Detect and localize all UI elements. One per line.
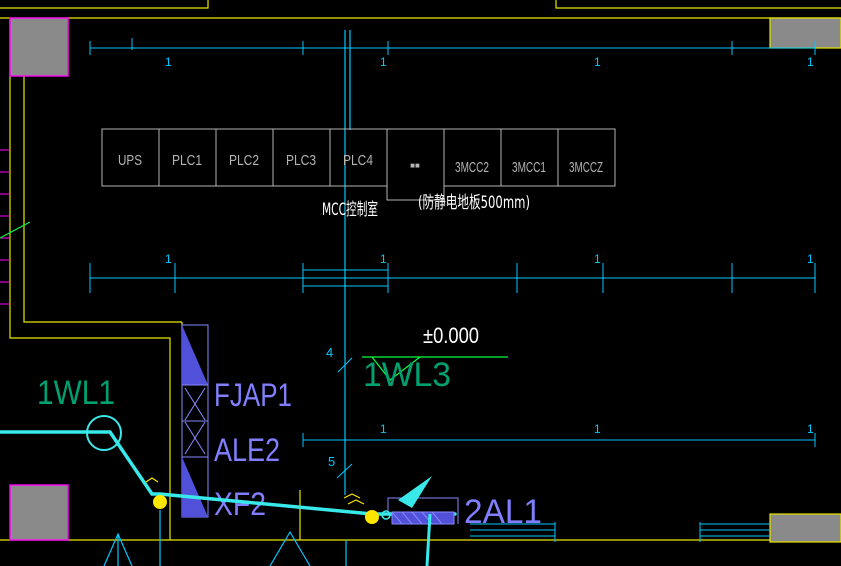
equipment-label-1: UPS xyxy=(118,152,142,169)
circuit-label-1wl1: 1WL1 xyxy=(37,374,115,412)
equipment-label-5: PLC4 xyxy=(343,152,373,169)
vertical-riser xyxy=(344,30,351,495)
panel-2al1 xyxy=(381,476,459,525)
dim-label-top-2: 1 xyxy=(380,55,387,69)
panel-label-ale2: ALE2 xyxy=(214,432,280,468)
dim-label-mid-3: 1 xyxy=(594,252,601,266)
tick-number-5: 5 xyxy=(328,454,335,469)
equipment-label-6: ■■ xyxy=(410,161,420,170)
dim-label-low-2: 1 xyxy=(594,422,601,436)
dim-label-mid-4: 1 xyxy=(807,252,814,266)
panel-label-fjap1: FJAP1 xyxy=(214,377,292,413)
wall-hatch-left xyxy=(0,149,10,305)
dim-label-low-3: 1 xyxy=(807,422,814,436)
cable-node-right xyxy=(365,510,379,524)
equipment-label-3: PLC2 xyxy=(229,152,259,169)
cable-drop xyxy=(425,513,432,566)
circuit-label-2al1: 2AL1 xyxy=(464,493,542,531)
level-symbol xyxy=(362,356,508,381)
dimension-numbers: 1 1 1 1 1 1 1 1 1 1 1 xyxy=(165,55,814,436)
level-elevation: ±0.000 xyxy=(423,323,479,348)
room-note: (防静电地板500mm) xyxy=(418,193,530,213)
dim-label-mid-1: 1 xyxy=(165,252,172,266)
bottom-stair-hatch xyxy=(470,522,770,542)
stair-line xyxy=(0,221,31,239)
tick-number-4: 4 xyxy=(326,345,333,360)
cable-node-left xyxy=(153,495,167,509)
dim-label-low-1: 1 xyxy=(380,422,387,436)
bottom-fixture-symbols xyxy=(103,510,347,566)
dim-label-top-3: 1 xyxy=(594,55,601,69)
equipment-label-8: 3MCC1 xyxy=(512,159,546,176)
dimension-lines xyxy=(89,38,816,447)
room-name: MCC控制室 xyxy=(322,200,378,220)
dim-label-top-1: 1 xyxy=(165,55,172,69)
tick-mark-5 xyxy=(336,463,353,479)
circuit-label-1wl3: 1WL3 xyxy=(363,356,451,394)
cable-routes xyxy=(0,430,457,516)
junction-circle xyxy=(86,415,122,451)
equipment-labels: UPS PLC1 PLC2 PLC3 PLC4 ■■ 3MCC2 3MCC1 3… xyxy=(118,152,603,176)
structural-columns xyxy=(9,17,841,543)
distribution-panels xyxy=(181,324,209,518)
dim-label-top-4: 1 xyxy=(807,55,814,69)
tick-mark-4 xyxy=(337,357,353,373)
wall-lines xyxy=(0,0,841,541)
panel-labels: FJAP1 ALE2 XF2 xyxy=(214,377,292,522)
equipment-row xyxy=(101,128,616,201)
equipment-label-9: 3MCCZ xyxy=(569,159,603,176)
cable-tick-marks xyxy=(145,477,365,505)
equipment-label-4: PLC3 xyxy=(286,152,316,169)
equipment-label-7: 3MCC2 xyxy=(455,159,489,176)
dim-label-mid-2: 1 xyxy=(380,252,387,266)
equipment-label-2: PLC1 xyxy=(172,152,202,169)
